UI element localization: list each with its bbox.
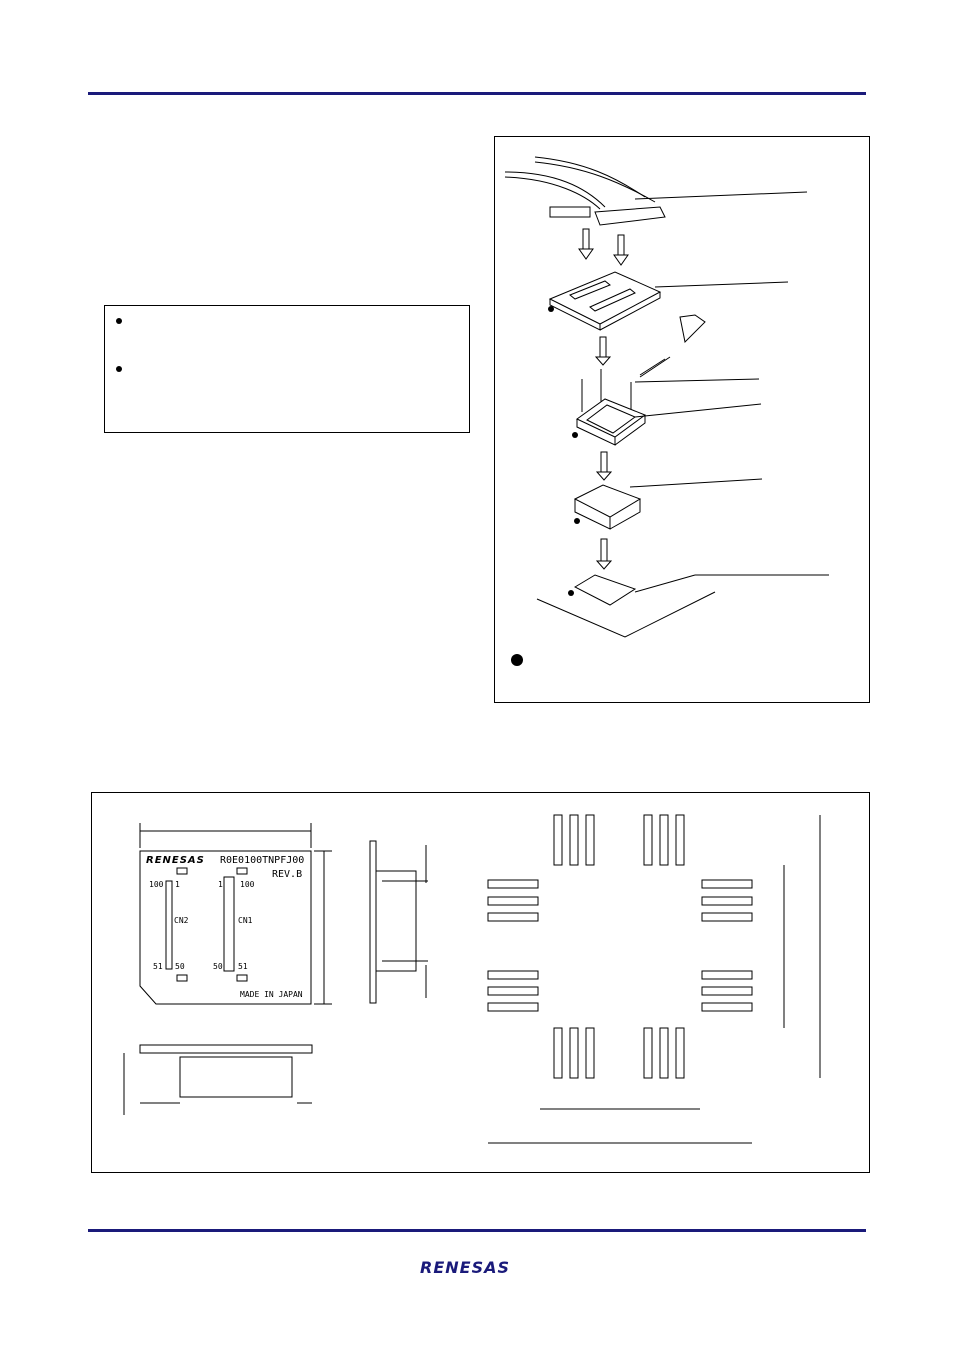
- board-top-view: [139, 850, 312, 1005]
- leader-screws: [634, 378, 760, 383]
- cn1-pin-top-left: 1: [218, 880, 223, 889]
- cn2-pin-bottom-right: 50: [175, 962, 185, 971]
- board-made-in: MADE IN JAPAN: [240, 990, 303, 999]
- bullet-2: [116, 366, 122, 372]
- dimensions-diagram: RENESAS R0E0100TNPFJ00 REV.B MADE IN JAP…: [123, 814, 821, 1144]
- adapter: [573, 484, 642, 518]
- footprint-pads: [487, 814, 753, 1079]
- cn1-pin-top-right: 100: [240, 880, 255, 889]
- screwdriver: [679, 314, 706, 344]
- cn1-connector: [223, 876, 235, 972]
- cn2-pin-top-left: 100: [149, 880, 164, 889]
- board-front-view: [139, 1044, 313, 1054]
- cn2-pin-top-right: 1: [175, 880, 180, 889]
- assembly-diagram: [504, 156, 829, 638]
- leader-socket: [634, 403, 762, 418]
- footprint: [573, 574, 637, 606]
- pcb: [536, 591, 716, 638]
- leader-board: [654, 281, 789, 288]
- cn2-label: CN2: [174, 916, 189, 925]
- leader-cable: [634, 191, 808, 200]
- cn2-pin-bottom-left: 51: [153, 962, 163, 971]
- bullet-1: [116, 318, 122, 324]
- footer-logo: RENESAS: [420, 1258, 510, 1277]
- board-side-view: [369, 840, 377, 1004]
- connector-board: [548, 271, 662, 325]
- leader-footprint: [634, 574, 696, 593]
- cable-1: [534, 156, 646, 198]
- board-part-number: R0E0100TNPFJ00: [220, 855, 304, 866]
- assembly-figure: [494, 136, 870, 703]
- arrow-1: [582, 228, 590, 250]
- header-rule: [88, 92, 866, 95]
- arrow-2: [617, 234, 625, 256]
- cn2-connector: [165, 880, 173, 970]
- board-revision: REV.B: [272, 869, 302, 880]
- cn1-pin-bottom-right: 51: [238, 962, 248, 971]
- cable-2: [504, 171, 606, 208]
- figure-bullet: [511, 654, 523, 666]
- board-logo: RENESAS: [146, 855, 205, 866]
- note-box: [104, 305, 470, 433]
- leader-adapter: [629, 478, 763, 488]
- cn1-pin-bottom-left: 50: [213, 962, 223, 971]
- footer-rule: [88, 1229, 866, 1232]
- cn1-label: CN1: [238, 916, 253, 925]
- dimensions-figure: RENESAS R0E0100TNPFJ00 REV.B MADE IN JAP…: [91, 792, 870, 1173]
